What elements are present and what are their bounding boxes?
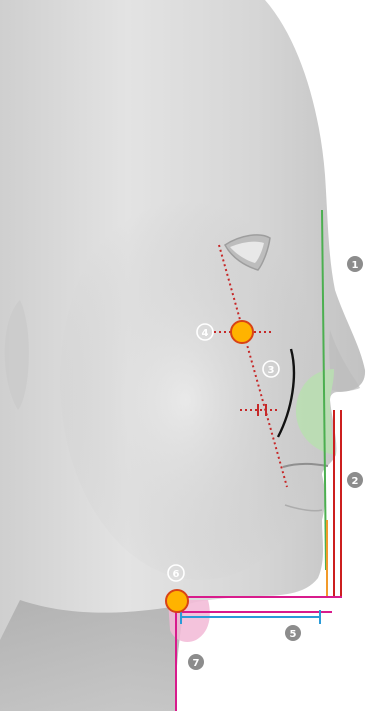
marker-label-4: 4 — [202, 328, 209, 339]
marker-badge-7: 7 — [188, 654, 204, 670]
landmark-point-icon — [231, 321, 253, 343]
marker-label-2: 2 — [352, 476, 359, 487]
marker-badge-2: 2 — [347, 472, 363, 488]
marker-label-1: 1 — [352, 260, 359, 271]
marker-badge-1: 1 — [347, 256, 363, 272]
landmark-point-icon — [166, 590, 188, 612]
marker-badge-5: 5 — [285, 625, 301, 641]
neck-shadow — [0, 600, 185, 711]
marker-label-7: 7 — [193, 658, 200, 669]
marker-label-6: 6 — [173, 569, 180, 580]
marker-label-3: 3 — [268, 365, 275, 376]
cheek-highlight — [60, 180, 340, 580]
marker-label-5: 5 — [290, 629, 297, 640]
